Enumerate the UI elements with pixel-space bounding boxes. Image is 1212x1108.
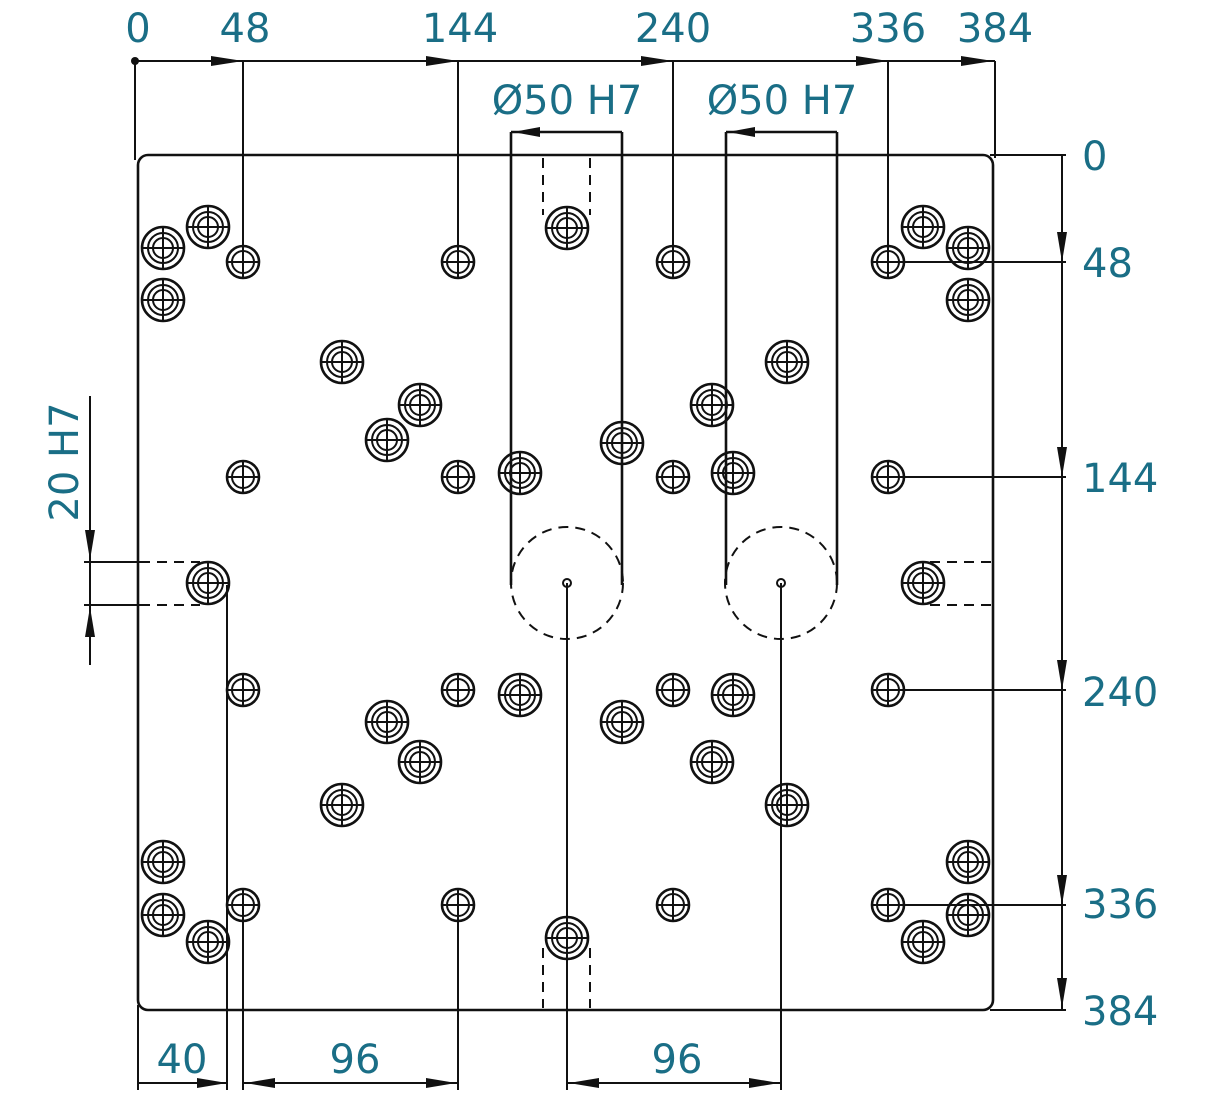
top-dim-144: 144: [422, 6, 498, 52]
hole-large: [140, 277, 186, 323]
top-arrow-144: [426, 56, 458, 66]
hole-large: [544, 205, 590, 251]
bottom-dim-96-right: 96: [652, 1037, 703, 1083]
side-arrow-top: [85, 530, 95, 560]
right-dim-144: 144: [1082, 456, 1158, 502]
hole-large: [689, 382, 735, 428]
hole-large: [140, 225, 186, 271]
hole-large: [319, 782, 365, 828]
hole-large: [599, 699, 645, 745]
hole-large: [689, 739, 735, 785]
side-slot-label: 20 H7: [42, 402, 88, 521]
pin-bore-top: [542, 158, 591, 215]
hole-large: [185, 204, 231, 250]
bore-slot-left: [509, 130, 624, 585]
hole-large: [945, 225, 991, 271]
hole-small: [225, 459, 261, 495]
hole-large: [945, 892, 991, 938]
hole-small: [225, 244, 261, 280]
hole-small: [225, 887, 261, 923]
top-dim-0: 0: [125, 6, 150, 52]
hole-large: [900, 560, 946, 606]
hole-small: [655, 672, 691, 708]
right-dim-48: 48: [1082, 241, 1133, 287]
right-dim-336: 336: [1082, 882, 1158, 928]
hole-large: [764, 782, 810, 828]
side-slot-left: [140, 561, 200, 606]
hole-small: [870, 887, 906, 923]
bottom-arrow-40: [197, 1078, 227, 1088]
hole-large: [900, 919, 946, 965]
hole-large: [497, 672, 543, 718]
hole-large: [710, 672, 756, 718]
right-arrow-48: [1057, 232, 1067, 262]
hole-large: [319, 339, 365, 385]
top-dim-384: 384: [957, 6, 1033, 52]
right-dim-240: 240: [1082, 670, 1158, 716]
holes-group: [140, 204, 991, 965]
hole-large: [544, 915, 590, 961]
hole-large: [364, 417, 410, 463]
hole-small: [655, 887, 691, 923]
top-arrow-336: [856, 56, 888, 66]
top-arrow-384: [961, 56, 993, 66]
bottom-dim-40: 40: [157, 1037, 208, 1083]
hole-large: [397, 382, 443, 428]
hole-small: [440, 887, 476, 923]
right-arrow-336: [1057, 875, 1067, 905]
hole-small: [870, 672, 906, 708]
hole-small: [870, 459, 906, 495]
hole-large: [710, 450, 756, 496]
top-arrow-240: [641, 56, 673, 66]
bottom-dim-96-left: 96: [330, 1037, 381, 1083]
hole-large: [364, 699, 410, 745]
bottom-arrow-96-left-b: [426, 1078, 456, 1088]
top-dim-336: 336: [850, 6, 926, 52]
hole-small: [440, 672, 476, 708]
hole-large: [397, 739, 443, 785]
hole-small: [440, 244, 476, 280]
hole-small: [225, 672, 261, 708]
hole-large: [497, 450, 543, 496]
right-arrow-240: [1057, 660, 1067, 690]
right-arrow-144: [1057, 447, 1067, 477]
hole-small: [655, 459, 691, 495]
bore-arrow-right: [728, 127, 755, 137]
hole-large: [945, 277, 991, 323]
hole-large: [945, 839, 991, 885]
hole-large: [185, 919, 231, 965]
bore-label-left: Ø50 H7: [492, 78, 643, 124]
hole-small: [870, 244, 906, 280]
bore-arrow-left: [513, 127, 540, 137]
right-dim-0: 0: [1082, 134, 1107, 180]
hole-small: [655, 244, 691, 280]
hole-large: [599, 420, 645, 466]
bottom-arrow-96-right-a: [569, 1078, 599, 1088]
pin-bore-bottom: [542, 948, 591, 1008]
right-dim-384: 384: [1082, 989, 1158, 1035]
bore-slot-right: [724, 130, 839, 585]
hole-large: [185, 560, 231, 606]
bore-label-right: Ø50 H7: [707, 78, 858, 124]
top-arrow-48: [211, 56, 243, 66]
bottom-arrow-96-left-a: [245, 1078, 275, 1088]
plate-outline: [136, 153, 995, 1012]
side-arrow-bottom: [85, 607, 95, 637]
top-dim-48: 48: [220, 6, 271, 52]
bottom-arrow-96-right-b: [749, 1078, 779, 1088]
top-dim-240: 240: [635, 6, 711, 52]
hole-large: [900, 204, 946, 250]
hole-small: [440, 459, 476, 495]
right-arrow-384: [1057, 978, 1067, 1008]
hole-large: [140, 892, 186, 938]
hole-large: [140, 839, 186, 885]
hole-large: [764, 339, 810, 385]
